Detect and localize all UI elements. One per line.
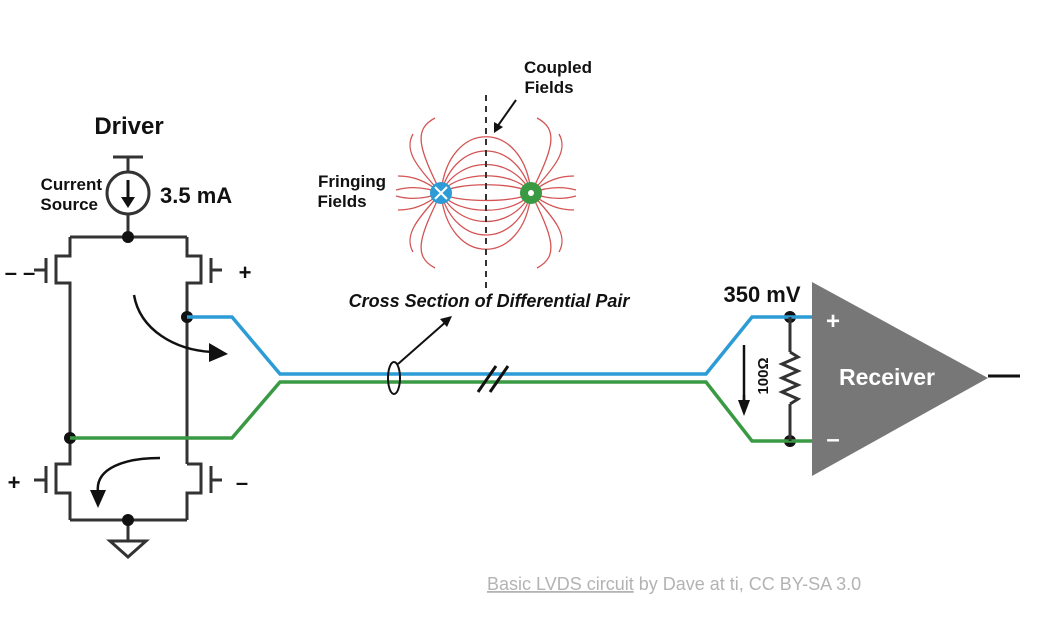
- receiver-amplifier-icon: [812, 282, 988, 476]
- credit-rest: by Dave at ti, CC BY-SA 3.0: [634, 574, 861, 594]
- blue-signal-line: [187, 315, 812, 376]
- flow-arrow-bottom: [96, 456, 161, 493]
- arrowhead-icon: [494, 122, 503, 133]
- coupled-pointer: [496, 99, 517, 128]
- arrowhead-icon: [90, 490, 106, 508]
- junction-dots: [64, 231, 796, 526]
- line-break-mark: [476, 365, 510, 393]
- fringing-fields-label-2: Fields: [317, 192, 366, 211]
- current-arrow-icon: [121, 180, 135, 208]
- current-source-label-1: Current: [41, 175, 103, 194]
- cross-section-ellipse: [387, 361, 401, 395]
- coupled-fields-label-2: Fields: [524, 78, 573, 97]
- left-branch-bottom: [54, 438, 72, 520]
- flow-arrow-top: [132, 294, 213, 354]
- arrowhead-icon: [209, 343, 228, 362]
- resistor-value-label: 100Ω: [755, 357, 772, 394]
- credit-link[interactable]: Basic LVDS circuit: [487, 574, 634, 594]
- credit-line: Basic LVDS circuit by Dave at ti, CC BY-…: [487, 574, 861, 594]
- driver-circuit: [34, 155, 222, 560]
- receiver-plus-label: +: [826, 308, 840, 335]
- junction-dot: [122, 514, 134, 526]
- cross-section-label: Cross Section of Differential Pair: [349, 291, 631, 311]
- right-branch-bottom: [185, 462, 203, 520]
- gate-plus-bottom-left: +: [8, 470, 21, 495]
- receiver-label: Receiver: [839, 364, 935, 390]
- arrowhead-icon: [440, 316, 452, 327]
- driver-label: Driver: [94, 113, 163, 140]
- voltage-label: 350 mV: [723, 282, 800, 307]
- conductor-out-of-page-icon: [520, 182, 542, 204]
- receiver-minus-label: –: [826, 426, 839, 453]
- current-value-label: 3.5 mA: [160, 183, 232, 208]
- gate-minus-top-left: – –: [5, 260, 36, 285]
- cross-section-pointer: [397, 319, 449, 365]
- conductor-into-page-icon: [430, 182, 452, 204]
- arrowhead-icon: [738, 400, 750, 416]
- coupled-fields-label-1: Coupled: [524, 58, 592, 77]
- fringing-fields-label-1: Fringing: [318, 172, 386, 191]
- left-branch-top: [54, 237, 72, 438]
- junction-dot: [122, 231, 134, 243]
- gate-minus-bottom-right: –: [236, 470, 248, 495]
- ground-icon: [106, 539, 150, 560]
- current-source-label-2: Source: [40, 195, 98, 214]
- current-flow-arrows: [90, 294, 228, 508]
- gate-plus-top-right: +: [239, 260, 252, 285]
- green-signal-line: [70, 380, 812, 443]
- resistor-icon: [778, 350, 802, 406]
